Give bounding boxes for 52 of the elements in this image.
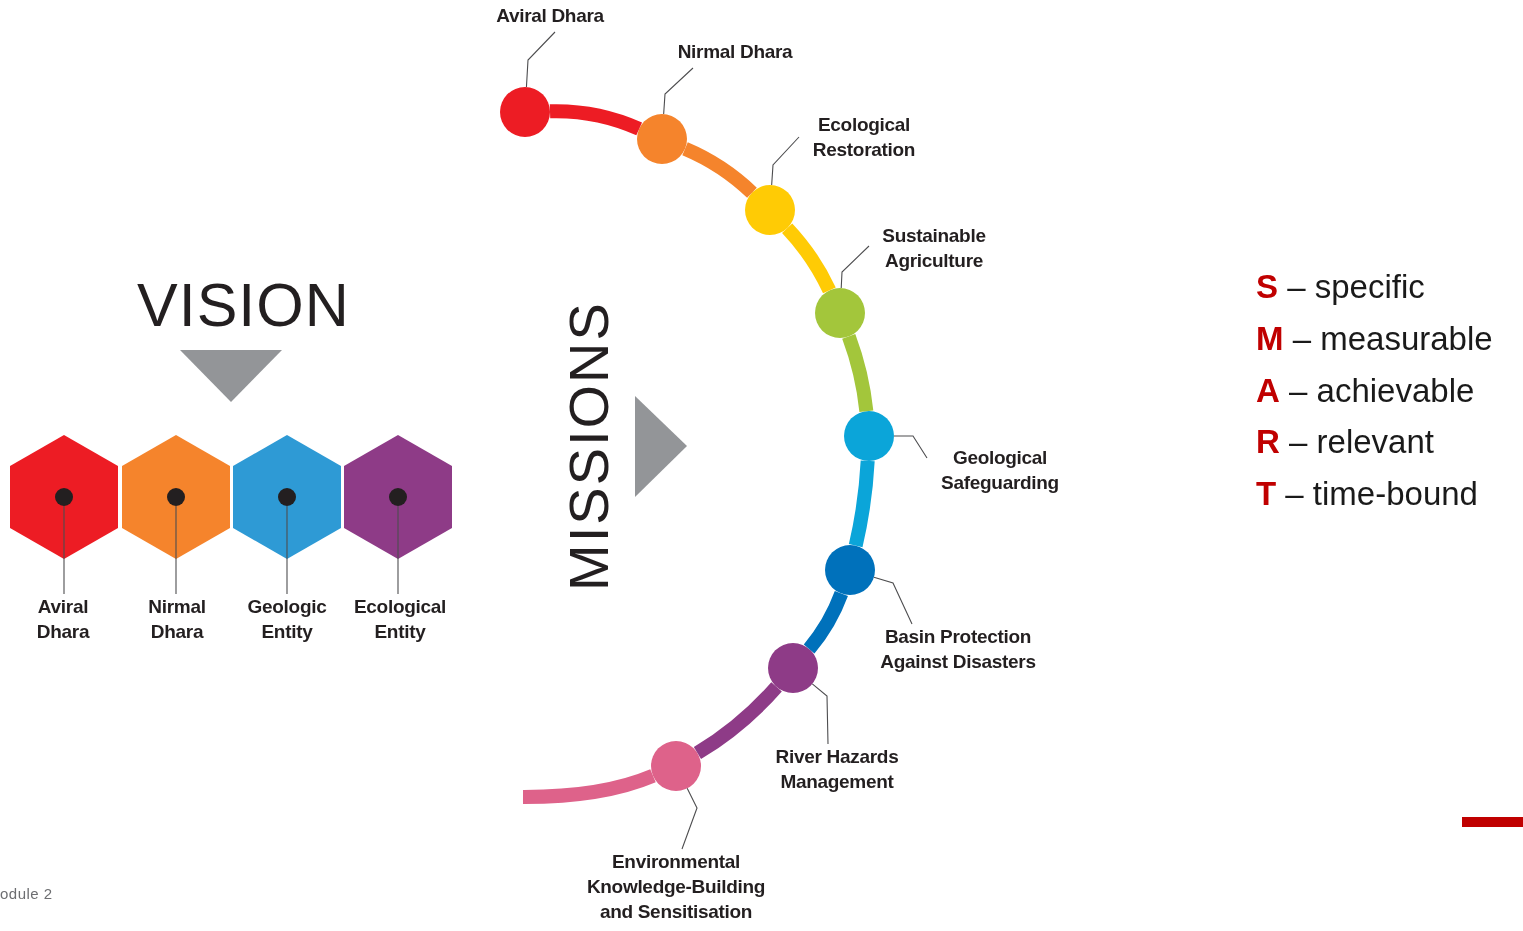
- milestone-dot: [636, 113, 688, 165]
- timeline-segment: [803, 590, 848, 654]
- leader-line: [811, 683, 829, 745]
- timeline-segment: [522, 769, 656, 804]
- mission-label: Environmental Knowledge-Building and Sensitisation: [574, 849, 778, 924]
- milestone-dot: [744, 184, 796, 236]
- mission-label: Geological Safeguarding: [927, 445, 1073, 495]
- milestone-dot: [814, 287, 866, 339]
- hexagon-marker: [121, 434, 231, 560]
- leader-line: [525, 31, 556, 88]
- leader-line: [63, 505, 65, 595]
- pillar-label: Ecological Entity: [346, 594, 454, 644]
- hexagon-marker: [9, 434, 119, 560]
- acronym-line: T – time-bound: [1256, 475, 1478, 513]
- leader-line: [681, 787, 698, 850]
- acronym-line: R – relevant: [1256, 423, 1434, 461]
- milestone-dot: [767, 642, 819, 694]
- pillar-label: Geologic Entity: [239, 594, 335, 644]
- leader-line: [286, 505, 288, 595]
- mission-label: River Hazards Management: [764, 744, 910, 794]
- timeline-segment: [682, 142, 757, 198]
- milestone-dot: [824, 544, 876, 596]
- acronym-line: S – specific: [1256, 268, 1425, 306]
- hexagon-marker: [232, 434, 342, 560]
- timeline-segment: [693, 682, 782, 760]
- pillar-label: Aviral Dhara: [27, 594, 99, 644]
- timeline-segment: [782, 223, 836, 294]
- leader-line: [663, 67, 694, 115]
- leader-line: [771, 136, 800, 186]
- timeline-segment: [549, 104, 642, 136]
- acronym-line: A – achievable: [1256, 372, 1475, 410]
- pillar-label: Nirmal Dhara: [141, 594, 213, 644]
- milestone-dot: [650, 740, 702, 792]
- timeline-segment: [842, 334, 874, 412]
- milestone-dot: [843, 410, 895, 462]
- mission-label: Nirmal Dhara: [650, 39, 820, 64]
- leader-line: [893, 435, 928, 459]
- hexagon-marker: [343, 434, 453, 560]
- milestone-dot: [499, 86, 551, 138]
- heading: VISION: [137, 270, 350, 340]
- leader-line: [397, 505, 399, 595]
- timeline-segment: [848, 460, 875, 548]
- mission-label: Sustainable Agriculture: [869, 223, 999, 273]
- acronym-line: M – measurable: [1256, 320, 1493, 358]
- leader-line: [175, 505, 177, 595]
- mission-label: Aviral Dhara: [465, 3, 635, 28]
- vertical-heading: MISSIONS: [555, 301, 621, 591]
- leader-line: [873, 576, 913, 625]
- leader-line: [840, 245, 870, 289]
- mission-label: Ecological Restoration: [799, 112, 929, 162]
- mission-label: Basin Protection Against Disasters: [867, 624, 1049, 674]
- footer-text: odule 2: [0, 885, 53, 902]
